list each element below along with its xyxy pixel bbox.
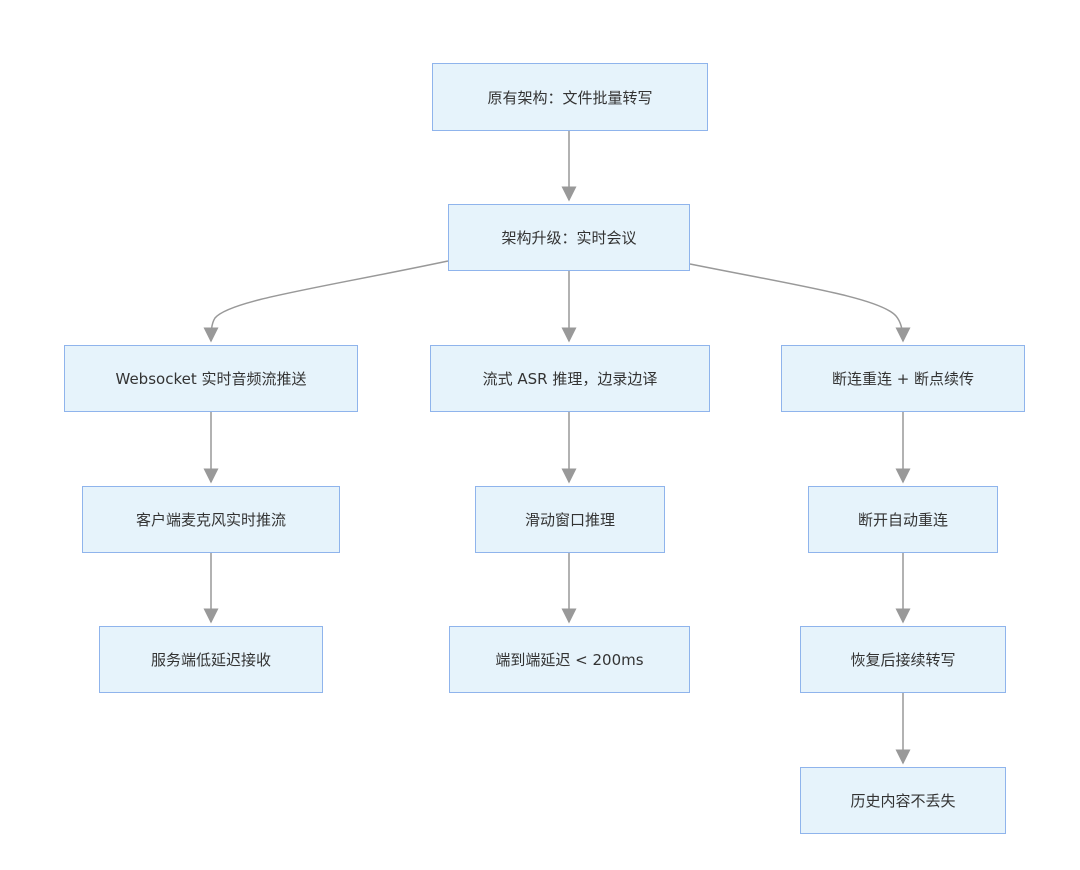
node-label: 架构升级：实时会议 — [501, 229, 637, 247]
node-reconnect-resume: 断连重连 + 断点续传 — [781, 345, 1025, 412]
node-streaming-asr: 流式 ASR 推理，边录边译 — [430, 345, 710, 412]
edge-upgrade-to-websocket — [203, 260, 449, 343]
node-original-architecture: 原有架构：文件批量转写 — [432, 63, 708, 131]
node-label: 滑动窗口推理 — [524, 511, 615, 529]
node-auto-reconnect: 断开自动重连 — [808, 486, 998, 553]
node-label: Websocket 实时音频流推送 — [115, 370, 307, 388]
node-label: 历史内容不丢失 — [850, 792, 956, 810]
node-label: 断开自动重连 — [857, 511, 948, 529]
node-label: 客户端麦克风实时推流 — [135, 511, 286, 529]
node-label: 端到端延迟 < 200ms — [495, 651, 644, 669]
node-sliding-window: 滑动窗口推理 — [475, 486, 665, 553]
node-label: 断连重连 + 断点续传 — [831, 370, 975, 388]
node-label: 服务端低延迟接收 — [150, 651, 271, 669]
node-label: 流式 ASR 推理，边录边译 — [482, 370, 658, 388]
node-resume-transcription: 恢复后接续转写 — [800, 626, 1006, 693]
node-label: 原有架构：文件批量转写 — [487, 88, 653, 107]
node-client-mic: 客户端麦克风实时推流 — [82, 486, 340, 553]
edge-upgrade-to-reconnect — [689, 263, 911, 343]
node-label: 恢复后接续转写 — [850, 651, 956, 669]
node-architecture-upgrade: 架构升级：实时会议 — [448, 204, 690, 271]
node-history-preserved: 历史内容不丢失 — [800, 767, 1006, 834]
node-websocket-streaming: Websocket 实时音频流推送 — [64, 345, 358, 412]
node-server-receive: 服务端低延迟接收 — [99, 626, 323, 693]
node-latency: 端到端延迟 < 200ms — [449, 626, 690, 693]
